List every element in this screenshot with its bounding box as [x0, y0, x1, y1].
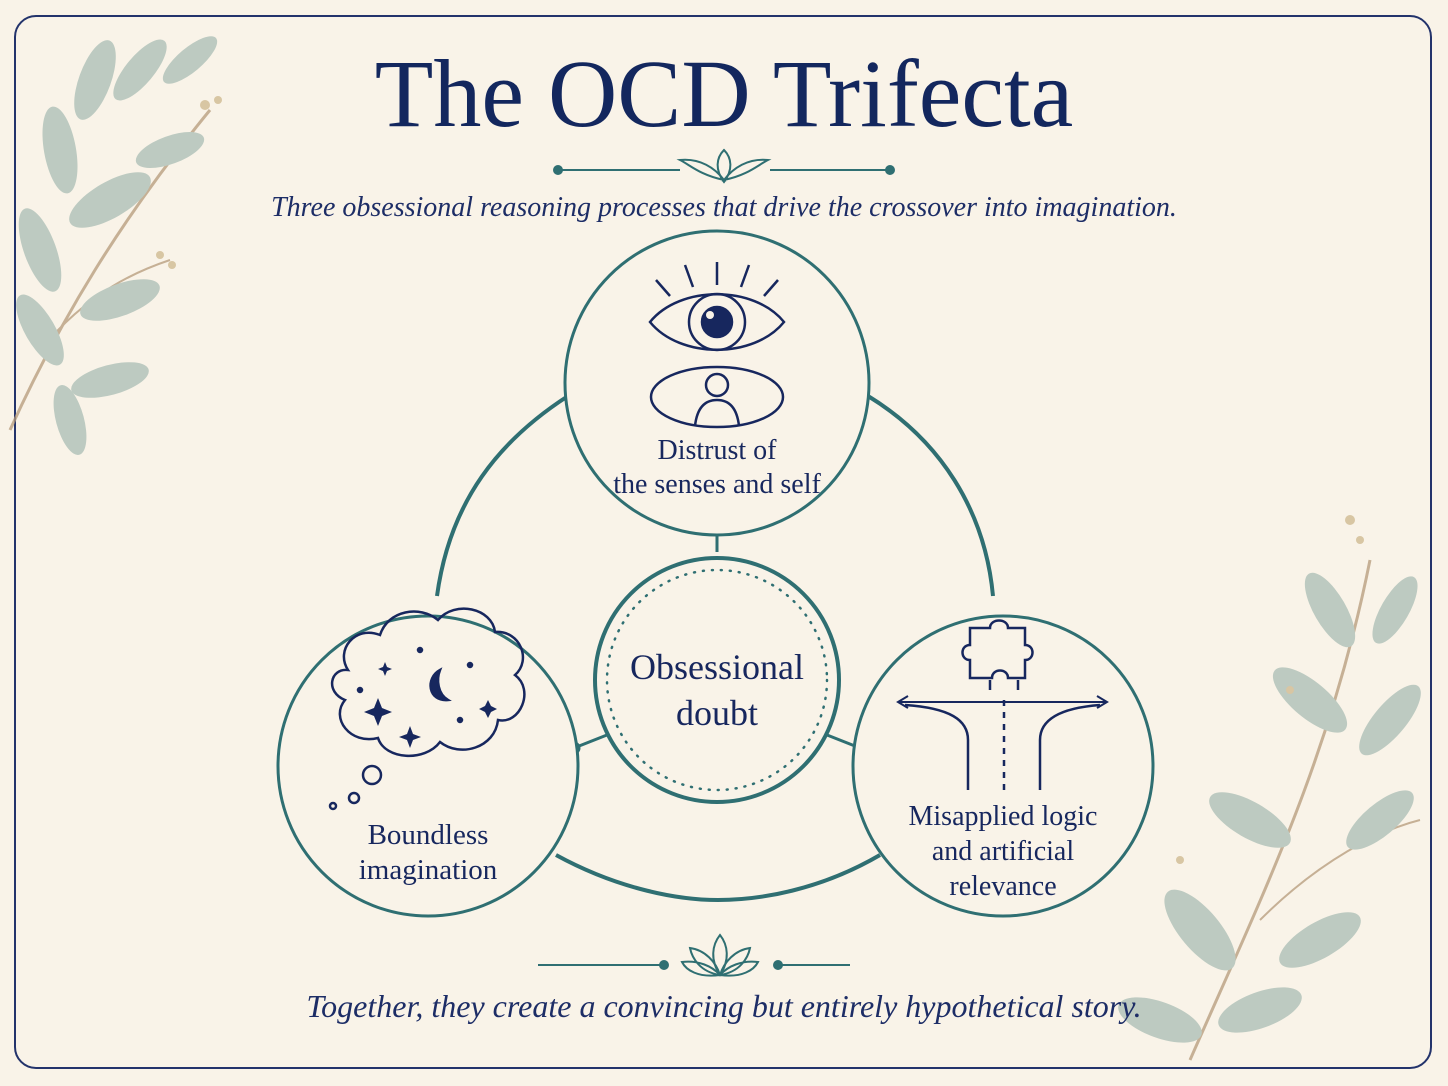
node-circle-senses — [563, 229, 871, 537]
node-label-line: imagination — [358, 854, 498, 886]
center-label-line: Obsessional — [630, 647, 804, 687]
node-label-line: Distrust of — [657, 435, 777, 466]
footer-caption: Together, they create a convincing but e… — [306, 988, 1142, 1024]
thought-cloud-icon — [328, 607, 526, 811]
node-label-line: relevance — [949, 871, 1057, 902]
center-dotted-ring — [605, 568, 829, 792]
node-label-imagination: Boundless imagination — [278, 818, 578, 888]
center-circle — [593, 556, 841, 804]
page-frame — [14, 15, 1432, 1069]
center-label: Obsessional doubt — [597, 644, 837, 736]
node-label-line: and artificial — [931, 836, 1075, 867]
page-subtitle: Three obsessional reasoning processes th… — [271, 192, 1177, 223]
node-label-senses: Distrust of the senses and self — [567, 434, 867, 502]
node-label-line: the senses and self — [613, 469, 821, 500]
eye-icon — [648, 262, 786, 352]
person-oval-icon — [649, 365, 785, 429]
footer-divider-ornament — [538, 933, 850, 977]
node-circle-imagination — [276, 614, 580, 918]
title-divider-ornament — [553, 148, 895, 184]
trifecta-ring — [435, 394, 995, 903]
node-label-line: Boundless — [367, 819, 489, 851]
center-label-line: doubt — [675, 693, 758, 733]
leaf-decoration-bottom-right — [1118, 515, 1421, 1061]
leaf-decoration-top-left — [8, 36, 222, 455]
page-title: The OCD Trifecta — [374, 40, 1074, 147]
node-label-line: Misapplied logic — [908, 801, 1098, 832]
puzzle-crossroads-icon — [896, 619, 1109, 790]
node-label-logic: Misapplied logic and artificial relevanc… — [853, 799, 1153, 904]
